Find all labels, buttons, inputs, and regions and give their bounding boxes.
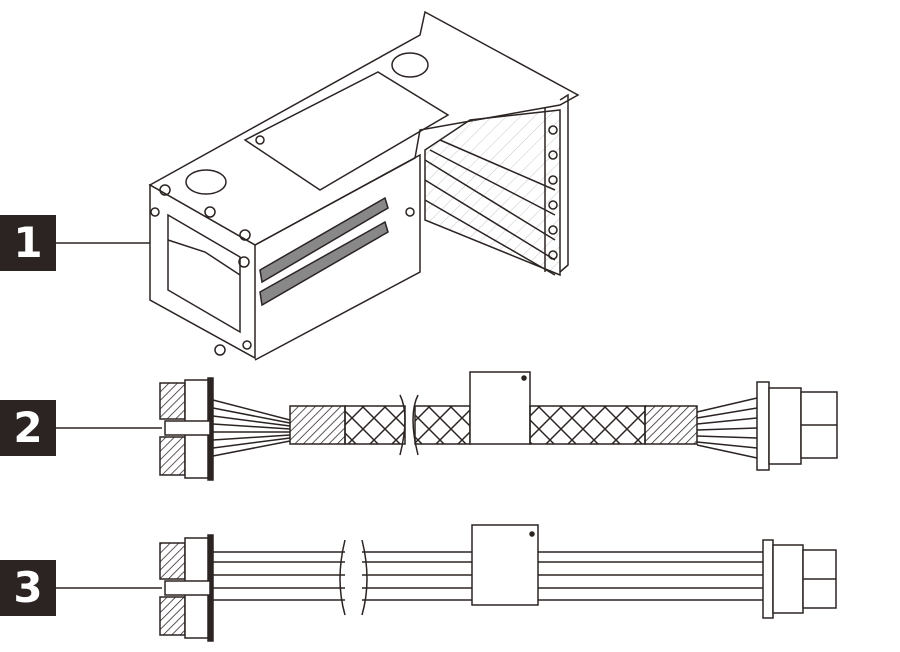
flat-power-cable — [159, 524, 837, 642]
sleeved-power-cable — [159, 371, 838, 481]
callout-3: 3 — [0, 560, 56, 616]
callout-2: 2 — [0, 400, 56, 456]
riser-cage — [148, 10, 580, 361]
callout-1: 1 — [0, 215, 56, 271]
